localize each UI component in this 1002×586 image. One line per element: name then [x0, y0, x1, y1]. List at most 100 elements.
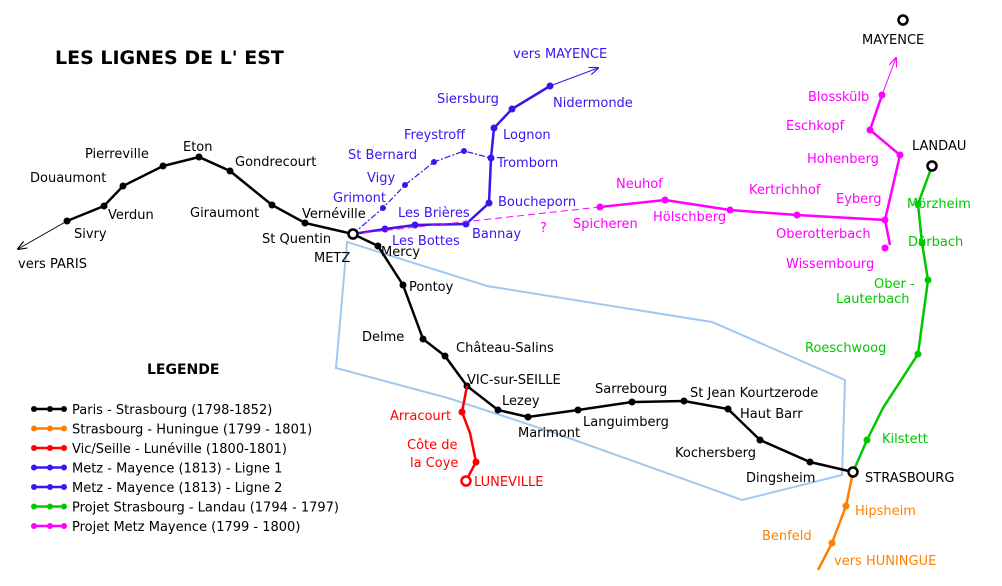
legend-dot — [61, 425, 67, 432]
legend-dot — [31, 523, 37, 529]
legend-dot — [31, 503, 37, 510]
legend-item: Strasbourg - Huningue (1799 - 1801) — [31, 423, 312, 438]
label-kochersberg: Kochersberg — [675, 446, 756, 461]
label-neuhof: Neuhof — [616, 177, 663, 192]
label-les-bottes: Les Bottes — [392, 234, 460, 249]
legend-dot — [47, 503, 53, 510]
labels-black: vers PARIS Sivry Verdun Douaumont Pierre… — [18, 33, 966, 486]
label-holschberg: Hölschberg — [653, 210, 726, 225]
label-verdun: Verdun — [108, 208, 154, 223]
legend-label: Paris - Strasbourg (1798-1852) — [72, 403, 272, 418]
label-mercy: Mercy — [381, 245, 420, 260]
label-st-bernard: St Bernard — [348, 148, 417, 163]
label-gondrecourt: Gondrecourt — [235, 155, 316, 170]
label-pontoy: Pontoy — [409, 280, 454, 295]
strasbourg-marker — [847, 466, 859, 478]
label-strasbourg: STRASBOURG — [865, 471, 954, 486]
legend: LEGENDE Paris - Strasbourg (1798-1852) St… — [31, 362, 339, 535]
labels-orange: Hipsheim Benfeld vers HUNINGUE — [762, 504, 936, 569]
label-haut-barr: Haut Barr — [740, 407, 803, 422]
legend-dot — [47, 464, 53, 471]
metz-marker — [347, 228, 359, 240]
label-giraumont: Giraumont — [190, 206, 259, 221]
black-stations — [63, 153, 814, 466]
landau-marker — [926, 160, 938, 172]
legend-dot — [61, 445, 67, 451]
legend-dot — [31, 464, 37, 471]
line-projet-strasbourg-landau — [851, 165, 934, 473]
label-siersburg: Siersburg — [437, 92, 499, 107]
legend-dot — [31, 406, 37, 412]
labels-blue: vers MAYENCE Siersburg Nidermonde Lognon… — [333, 47, 633, 249]
label-oberotterbach: Oberotterbach — [776, 227, 871, 242]
legend-dot — [61, 406, 67, 412]
line-projet-metz-mayence — [352, 58, 902, 246]
legend-item: Vic/Seille - Lunéville (1800-1801) — [31, 442, 287, 457]
label-vers-mayence: vers MAYENCE — [513, 47, 607, 62]
label-eton: Eton — [183, 140, 213, 155]
label-la-coye: la Coye — [410, 456, 458, 471]
label-pierreville: Pierreville — [85, 147, 149, 162]
label-vers-huningue: vers HUNINGUE — [834, 554, 936, 569]
legend-label: Projet Strasbourg - Landau (1794 - 1797) — [72, 501, 339, 516]
label-st-quentin: St Quentin — [262, 232, 331, 247]
label-tromborn: Tromborn — [496, 156, 558, 171]
legend-dot — [61, 484, 67, 490]
label-sarrebourg: Sarrebourg — [595, 382, 667, 397]
label-spicheren: Spicheren — [573, 217, 638, 232]
legend-dot — [47, 523, 53, 529]
labels-magenta: ? Spicheren Neuhof Hölschberg Kertrichho… — [540, 90, 882, 272]
label-ober: Ober - — [874, 277, 915, 292]
legend-label: Projet Metz Mayence (1799 - 1800) — [72, 520, 300, 535]
label-lezey: Lezey — [502, 394, 540, 409]
label-blosskulb: Blosskülb — [808, 90, 869, 105]
label-vic: VIC-sur-SEILLE — [467, 373, 561, 388]
label-question: ? — [540, 221, 547, 236]
label-wissembourg: Wissembourg — [786, 257, 874, 272]
label-vers-paris: vers PARIS — [18, 257, 87, 272]
label-vigy: Vigy — [367, 171, 395, 186]
labels-green: Mörzheim Dürbach Ober - Lauterbach Roesc… — [805, 197, 971, 447]
legend-item: Metz - Mayence (1813) - Ligne 1 — [31, 462, 282, 477]
label-benfeld: Benfeld — [762, 529, 812, 544]
label-verneville: Vernéville — [302, 207, 366, 222]
legend-items: Paris - Strasbourg (1798-1852) Strasbourg… — [31, 403, 339, 535]
label-chateau-salins: Château-Salins — [456, 341, 554, 356]
luneville-marker — [460, 475, 472, 487]
label-marimont: Marimont — [518, 426, 580, 441]
label-hohenberg: Hohenberg — [807, 152, 879, 167]
legend-label: Vic/Seille - Lunéville (1800-1801) — [72, 442, 287, 457]
line-metz-mayence-2 — [352, 150, 492, 235]
label-delme: Delme — [362, 330, 404, 345]
legend-item: Projet Strasbourg - Landau (1794 - 1797) — [31, 501, 339, 516]
label-luneville: LUNEVILLE — [474, 475, 543, 490]
label-st-jean: St Jean Kourtzerode — [690, 386, 818, 401]
legend-title: LEGENDE — [147, 362, 219, 378]
label-freystroff: Freystroff — [404, 128, 466, 143]
legend-item: Projet Metz Mayence (1799 - 1800) — [31, 520, 300, 535]
label-dingsheim: Dingsheim — [746, 471, 815, 486]
legend-dot — [61, 464, 67, 471]
legend-label: Metz - Mayence (1813) - Ligne 2 — [72, 481, 282, 496]
label-morzheim: Mörzheim — [907, 197, 971, 212]
label-boucheporn: Boucheporn — [498, 195, 576, 210]
legend-dot — [61, 523, 67, 529]
labels-red: Arracourt Côte de la Coye LUNEVILLE — [390, 409, 543, 490]
label-les-brieres: Les Brières — [398, 206, 470, 221]
legend-dot — [61, 503, 67, 510]
label-kertrichhof: Kertrichhof — [749, 183, 821, 198]
legend-dot — [31, 484, 37, 490]
legend-label: Strasbourg - Huningue (1799 - 1801) — [72, 423, 312, 438]
legend-dot — [31, 425, 37, 432]
magenta-stations — [596, 91, 904, 252]
line-strasbourg-huningue — [816, 471, 855, 571]
legend-dot — [47, 406, 53, 412]
region-outline — [334, 240, 847, 502]
label-lognon: Lognon — [503, 128, 551, 143]
label-languimberg: Languimberg — [583, 415, 669, 430]
label-arracourt: Arracourt — [390, 409, 451, 424]
legend-item: Paris - Strasbourg (1798-1852) — [31, 403, 272, 418]
label-hipsheim: Hipsheim — [855, 504, 916, 519]
label-kilstett: Kilstett — [882, 432, 928, 447]
